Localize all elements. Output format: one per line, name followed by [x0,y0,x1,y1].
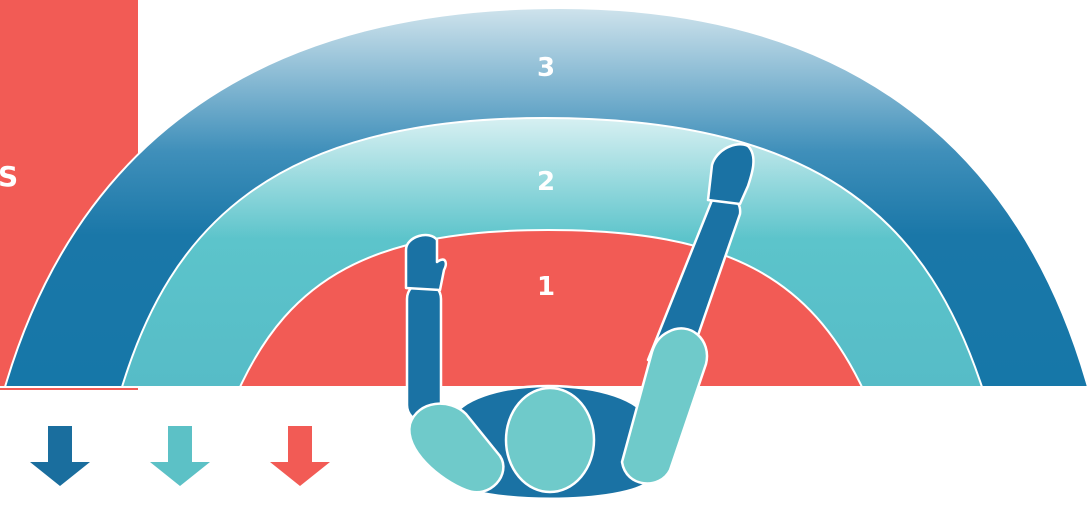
arrow-zone-1 [270,426,330,486]
figure-left-hand [404,233,447,292]
figure-head [504,386,596,494]
figure-left-upper-arm [408,402,505,494]
zone-2-label: 2 [537,167,555,197]
figure-right-hand [706,143,755,206]
arrow-zone-3 [30,426,90,486]
zone-3-label: 3 [537,53,555,83]
figure-right-upper-arm [620,327,709,485]
figure [404,143,755,500]
side-panel-label: S [0,160,18,193]
arrow-zone-2 [150,426,210,486]
figure-left-forearm [405,280,443,424]
zone-1-label: 1 [537,272,555,302]
